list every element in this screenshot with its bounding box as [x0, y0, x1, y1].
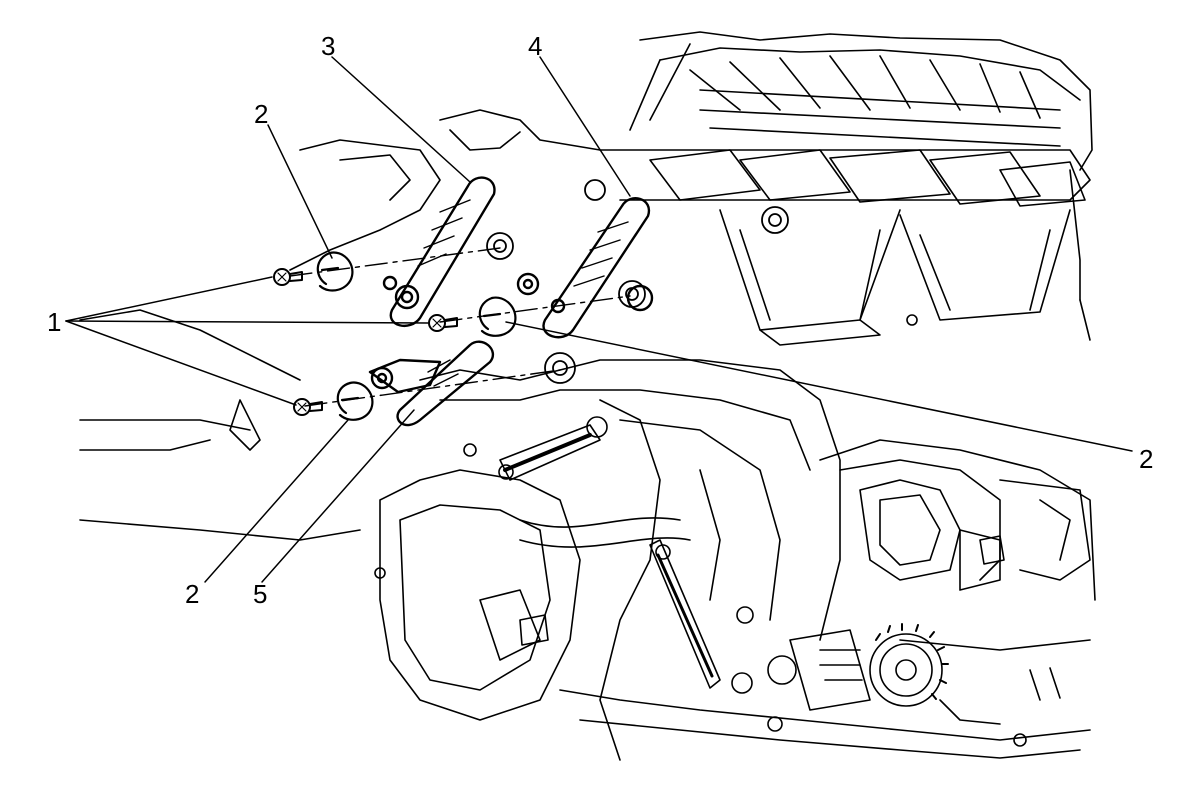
- retaining-ring-upper-left: [316, 251, 354, 292]
- actuator-arm-5: [368, 340, 494, 427]
- retaining-ring-lower: [336, 381, 374, 421]
- callout-5: 5: [253, 579, 267, 609]
- actuator-arm-3: [382, 176, 496, 328]
- callout-2-right: 2: [1139, 444, 1153, 474]
- screws: [273, 268, 458, 416]
- callout-2-lower: 2: [185, 579, 199, 609]
- leader-lines: [65, 56, 1133, 583]
- retaining-ring-right: [478, 296, 517, 337]
- callout-4: 4: [528, 31, 542, 61]
- hvac-housing: [79, 31, 1096, 761]
- pivot-posts: [486, 179, 789, 384]
- actuator-arm-4: [516, 197, 654, 339]
- callout-2-upper-left: 2: [254, 99, 268, 129]
- callout-1: 1: [47, 307, 61, 337]
- callout-3: 3: [321, 31, 335, 61]
